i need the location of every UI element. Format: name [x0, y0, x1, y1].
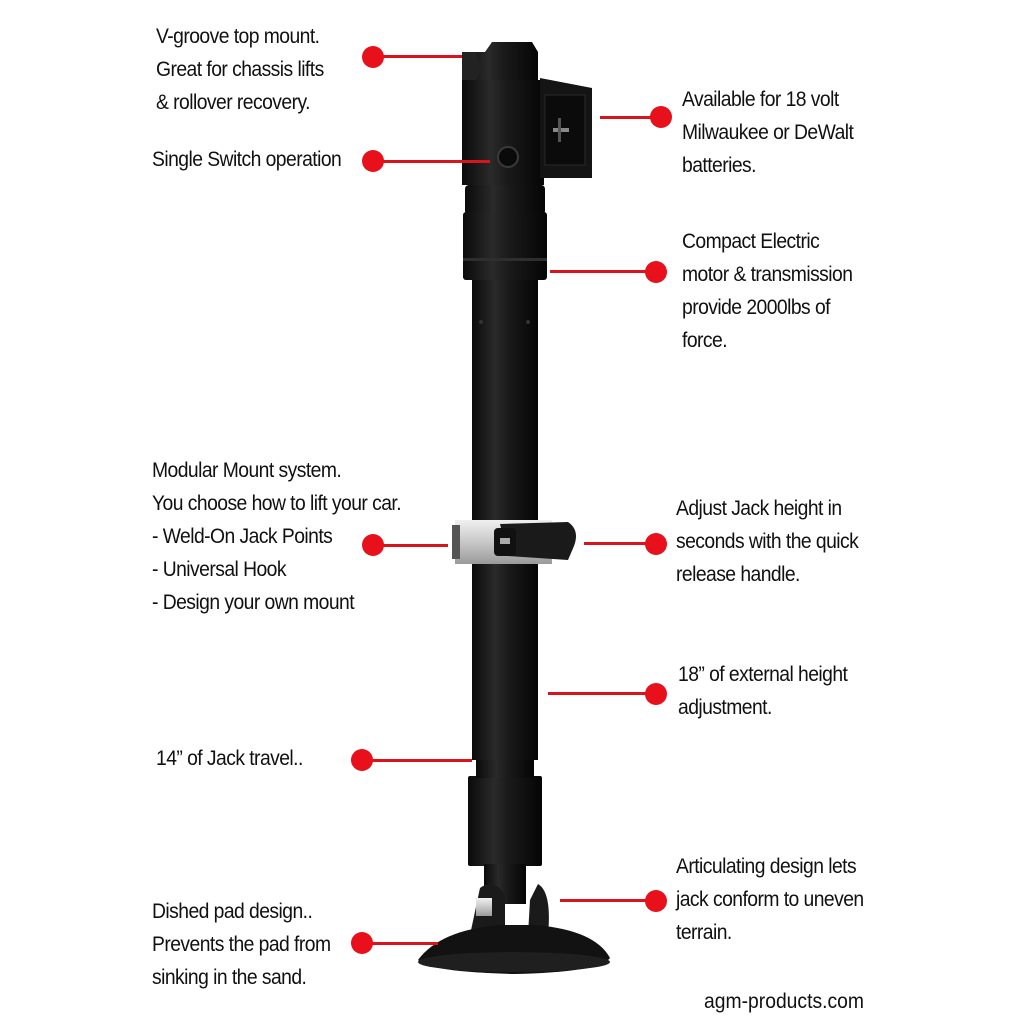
dot-articulating	[645, 890, 667, 912]
connector-batteries	[600, 116, 660, 119]
dot-external-height	[645, 683, 667, 705]
dot-jack-travel	[351, 749, 373, 771]
connector-modular-mount	[372, 544, 448, 547]
callout-line: motor & transmission	[682, 263, 853, 286]
callout-v-groove: V-groove top mount. Great for chassis li…	[156, 20, 324, 119]
callout-external-height: 18” of external height adjustment.	[678, 658, 848, 724]
callout-line: force.	[682, 329, 728, 352]
callout-line: You choose how to lift your car.	[152, 492, 402, 515]
callout-line: Great for chassis lifts	[156, 58, 324, 81]
lower-sleeve	[468, 776, 542, 866]
callout-dished-pad: Dished pad design.. Prevents the pad fro…	[152, 895, 331, 994]
dot-modular-mount	[362, 534, 384, 556]
dot-v-groove	[362, 46, 384, 68]
dot-batteries	[650, 106, 672, 128]
callout-line: sinking in the sand.	[152, 966, 307, 989]
callout-line: batteries.	[682, 154, 757, 177]
callout-motor: Compact Electric motor & transmission pr…	[682, 225, 853, 357]
callout-modular-mount: Modular Mount system. You choose how to …	[152, 454, 402, 619]
callout-line: adjustment.	[678, 696, 772, 719]
switch-housing	[462, 80, 544, 185]
callout-line: - Weld-On Jack Points	[152, 525, 333, 548]
callout-line: Compact Electric	[682, 230, 820, 253]
dot-motor	[645, 261, 667, 283]
callout-line: & rollover recovery.	[156, 91, 311, 114]
dot-quick-release	[645, 533, 667, 555]
connector-jack-travel	[372, 759, 472, 762]
callout-line: 18” of external height	[678, 663, 848, 686]
connector-switch	[372, 160, 490, 163]
callout-line: Dished pad design..	[152, 900, 313, 923]
callout-line: - Design your own mount	[152, 591, 355, 614]
callout-line: Articulating design lets	[676, 855, 857, 878]
connector-v-groove	[372, 55, 462, 58]
callout-line: Adjust Jack height in	[676, 497, 842, 520]
dot-dished-pad	[351, 932, 373, 954]
callout-batteries: Available for 18 volt Milwaukee or DeWal…	[682, 83, 854, 182]
callout-line: V-groove top mount.	[156, 25, 320, 48]
battery-mount	[540, 78, 592, 178]
callout-quick-release: Adjust Jack height in seconds with the q…	[676, 492, 859, 591]
articulating-base	[470, 884, 549, 935]
connector-articulating	[560, 899, 656, 902]
connector-motor	[550, 270, 658, 273]
motor-collar	[465, 185, 545, 215]
quick-release-clamp	[452, 520, 576, 564]
callout-line: release handle.	[676, 563, 800, 586]
callout-jack-travel: 14” of Jack travel..	[156, 742, 303, 775]
callout-line: seconds with the quick	[676, 530, 859, 553]
callout-line: 14” of Jack travel..	[156, 747, 303, 770]
callout-line: provide 2000lbs of	[682, 296, 831, 319]
callout-line: Available for 18 volt	[682, 88, 839, 111]
callout-line: Prevents the pad from	[152, 933, 331, 956]
connector-quick-release	[584, 542, 654, 545]
callout-line: jack conform to uneven	[676, 888, 864, 911]
callout-line: Milwaukee or DeWalt	[682, 121, 854, 144]
connector-dished-pad	[372, 942, 438, 945]
callout-articulating: Articulating design lets jack conform to…	[676, 850, 864, 949]
connector-external-height	[548, 692, 656, 695]
callout-line: Modular Mount system.	[152, 459, 342, 482]
dot-switch	[362, 150, 384, 172]
callout-line: - Universal Hook	[152, 558, 287, 581]
callout-line: terrain.	[676, 921, 732, 944]
website-label: agm-products.com	[704, 990, 864, 1013]
callout-switch: Single Switch operation	[152, 143, 342, 176]
callout-line: Single Switch operation	[152, 148, 342, 171]
power-switch	[497, 146, 519, 168]
